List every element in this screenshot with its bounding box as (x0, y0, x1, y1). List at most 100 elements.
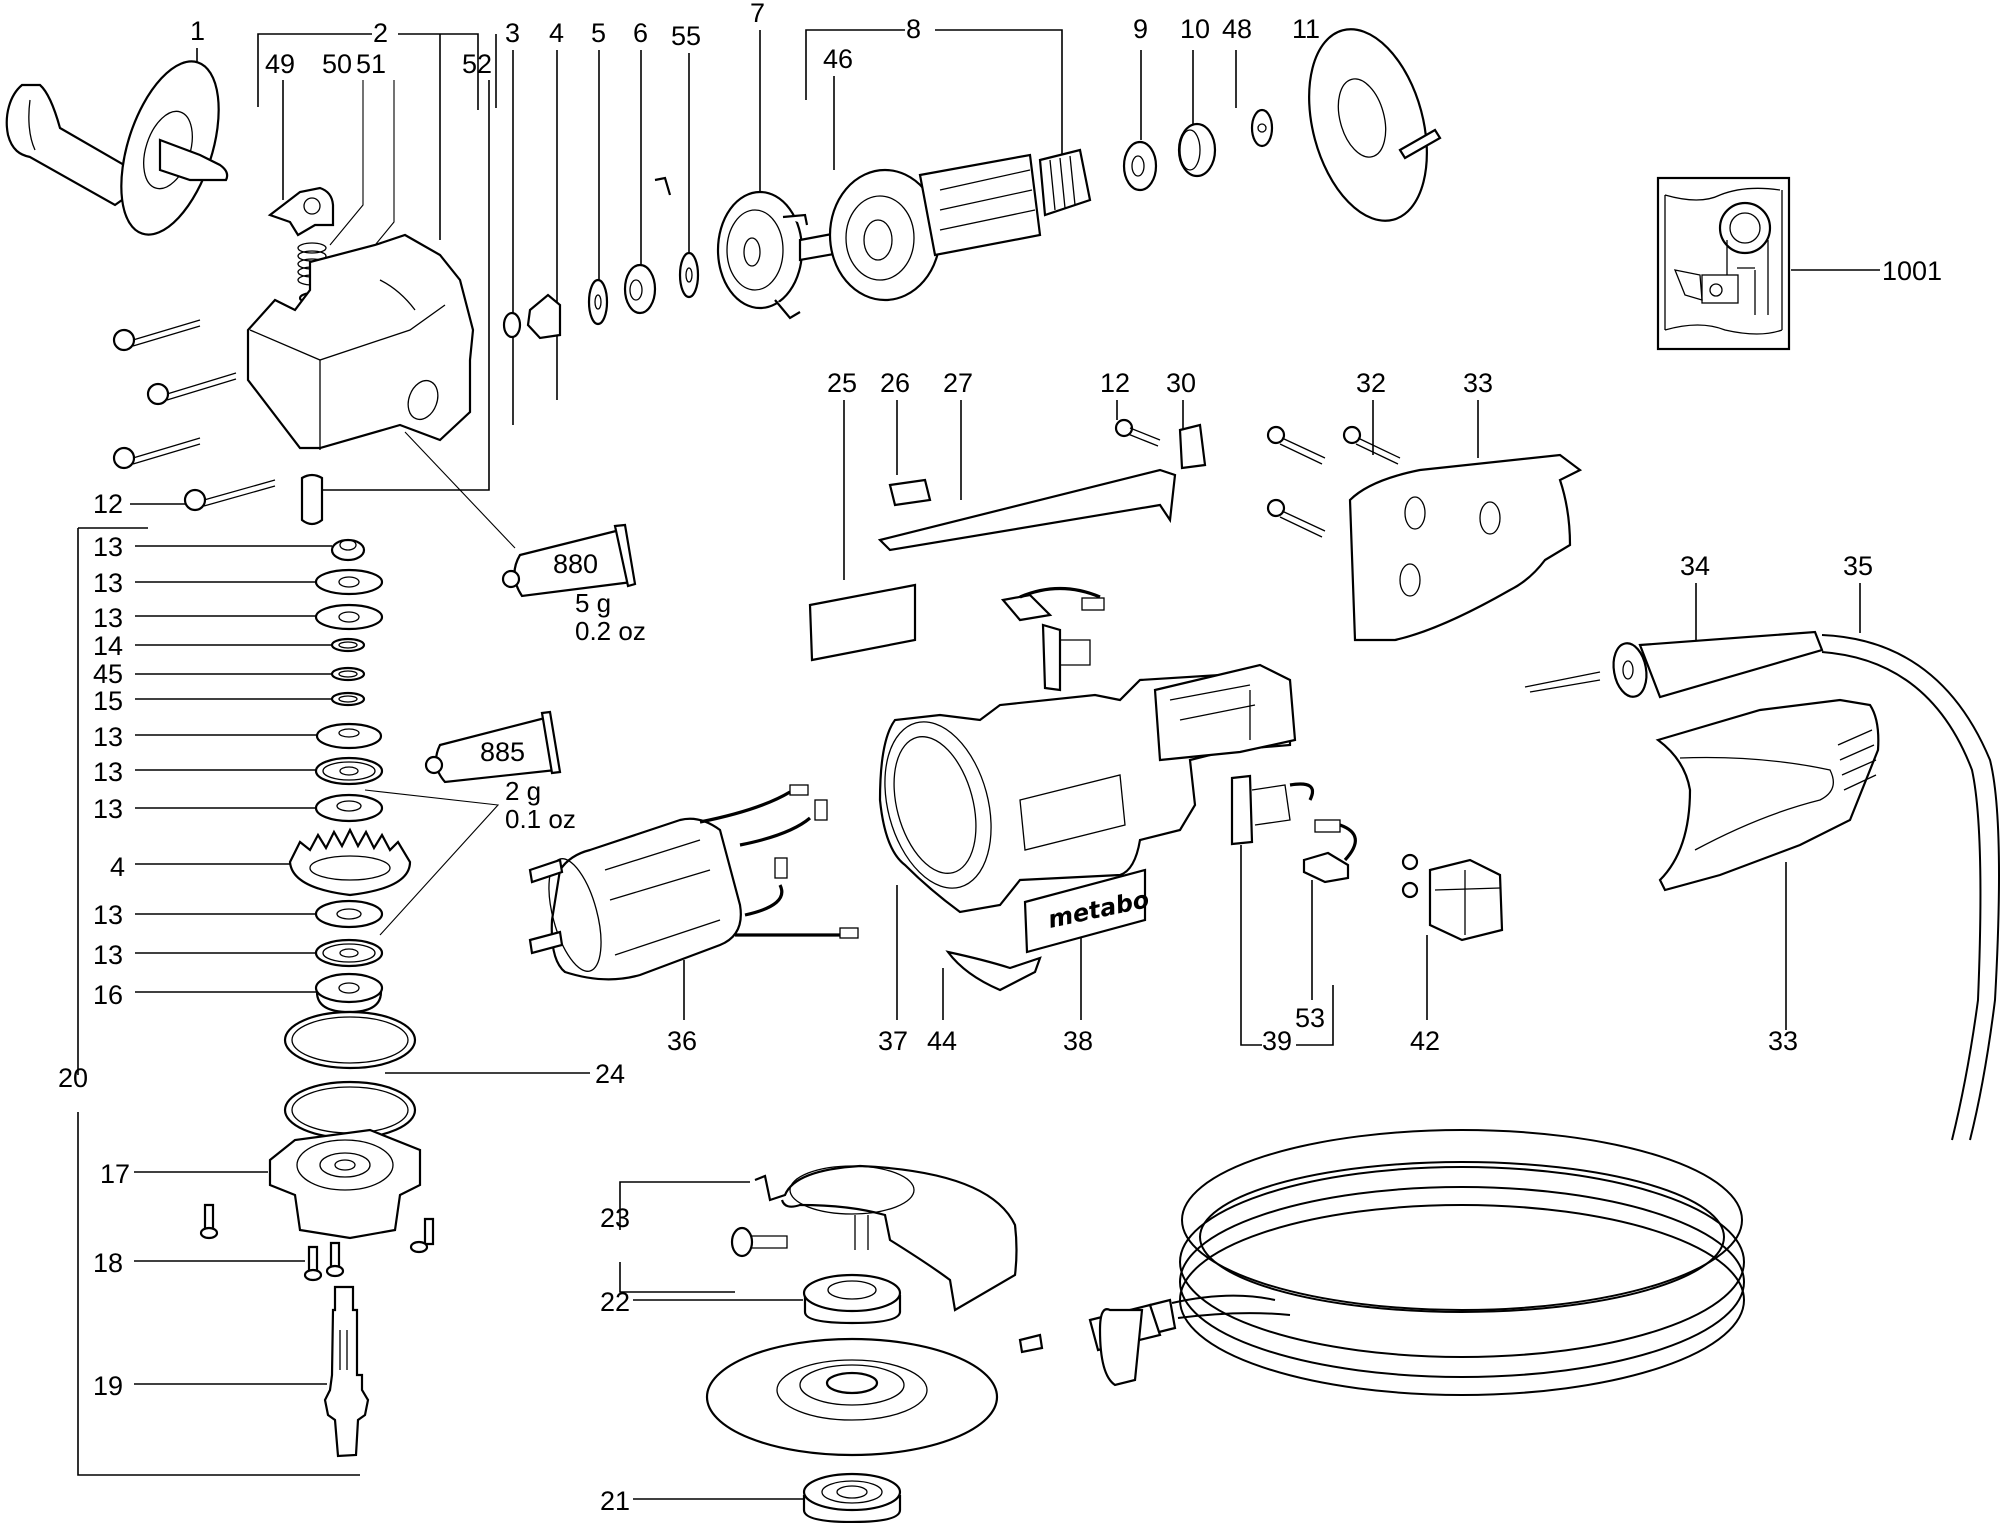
tube-885-grams: 2 g (505, 776, 541, 806)
part-label-44: 44 (927, 1026, 957, 1056)
part-label-53: 53 (1295, 1003, 1325, 1033)
support-flange-part-22 (802, 1273, 902, 1325)
part-label-11: 11 (1292, 14, 1320, 44)
part-label-21: 21 (600, 1486, 630, 1516)
part-label-39: 39 (1262, 1026, 1292, 1056)
switch-button-part-26 (888, 478, 932, 507)
grease-tube-885 (424, 710, 562, 784)
stack-row-16: 16 (93, 972, 384, 1014)
bearing-part-9 (1122, 140, 1158, 192)
part-label-13: 13 (93, 603, 123, 633)
leader-line-885 (364, 789, 500, 936)
carbon-brush-part-53 (1302, 851, 1350, 884)
fan-baffle-part-11 (1308, 28, 1442, 222)
part-label-50: 50 (322, 49, 352, 79)
screw (1266, 425, 1326, 465)
part-label-4-top: 4 (549, 18, 564, 48)
tube-880-ounces: 0.2 oz (575, 616, 646, 646)
leader-line-50 (329, 80, 364, 246)
bracket-2 (257, 33, 479, 110)
bearing-flange-part-17 (268, 1128, 422, 1240)
part-label-6: 6 (633, 18, 648, 48)
part-label-27: 27 (943, 368, 973, 398)
grinding-disc (705, 1337, 999, 1457)
clamp-part-49 (267, 186, 335, 237)
leader-line-880 (404, 431, 516, 549)
handle-cover-part-33-lower (1655, 698, 1880, 892)
grease-tube-880 (501, 523, 637, 598)
part-label-3: 3 (505, 18, 520, 48)
washer-part-48 (1250, 108, 1274, 148)
part-label-34: 34 (1680, 551, 1710, 581)
inset-detail-1001 (1656, 176, 1791, 351)
washer-part-5 (587, 278, 609, 326)
part-label-13: 13 (93, 757, 123, 787)
spindle-part-19 (323, 1285, 370, 1458)
part-label-32: 32 (1356, 368, 1386, 398)
part-label-14: 14 (93, 631, 123, 661)
part-label-18: 18 (93, 1248, 123, 1278)
part-label-25: 25 (827, 368, 857, 398)
part-label-13: 13 (93, 794, 123, 824)
stack-row-13d: 13 (93, 722, 383, 752)
part-label-24: 24 (595, 1059, 625, 1089)
part-label-8: 8 (906, 14, 921, 44)
nut-part-3 (502, 311, 522, 339)
bracket-8 (805, 29, 1063, 200)
part-label-12-mid: 12 (1100, 368, 1130, 398)
tube-label-885: 885 (480, 737, 525, 767)
gear-housing-part-2 (246, 233, 475, 450)
part-label-37: 37 (878, 1026, 908, 1056)
part-label-13: 13 (93, 940, 123, 970)
motor-housing-part-37 (878, 663, 1297, 914)
part-label-51: 51 (356, 49, 386, 79)
ring-part-10 (1177, 122, 1217, 178)
brush-holder-upper (1000, 586, 1105, 692)
part-label-7: 7 (750, 0, 765, 28)
clip-part-30 (1178, 423, 1207, 470)
stack-row-15: 15 (93, 686, 366, 716)
part-label-4: 4 (110, 852, 125, 882)
power-cord-part-35 (1018, 634, 2000, 1396)
screw (112, 319, 201, 352)
part-label-9: 9 (1133, 14, 1148, 44)
screw (1266, 498, 1326, 538)
part-label-46: 46 (823, 44, 853, 74)
inset-label-1001: 1001 (1882, 256, 1942, 286)
housing-cover-part-33-top (1348, 453, 1583, 642)
nameplate-part-38: metabo (1023, 868, 1152, 954)
label-plate-part-25 (808, 583, 917, 662)
part-label-2: 2 (373, 18, 388, 48)
part-label-55: 55 (671, 21, 701, 51)
bracket-20 (77, 527, 360, 1476)
screw (146, 372, 237, 406)
part-label-13: 13 (93, 900, 123, 930)
stack-row-45: 45 (93, 659, 366, 689)
switch-rod-part-27 (877, 468, 1177, 552)
part-label-36: 36 (667, 1026, 697, 1056)
part-label-16: 16 (93, 980, 123, 1010)
stack-row-13c: 13 (93, 603, 384, 633)
screw (183, 479, 276, 512)
part-label-13: 13 (93, 722, 123, 752)
foil-part-44 (945, 950, 1042, 992)
stack-row-13g: 13 (93, 899, 384, 930)
stack-row-13a: 13 (93, 532, 366, 562)
brush-holder-lower (1230, 774, 1357, 862)
terminal-block-part-42 (1401, 853, 1504, 942)
part-label-17: 17 (100, 1159, 130, 1189)
pin-part-52 (300, 473, 324, 526)
leader-line-52 (320, 80, 490, 491)
pinion-part-4 (526, 293, 562, 340)
bracket-23 (619, 1181, 750, 1293)
part-label-26: 26 (880, 368, 910, 398)
wheel-guard-part-23 (754, 1164, 1018, 1312)
part-label-48: 48 (1222, 14, 1252, 44)
part-label-19: 19 (93, 1371, 123, 1401)
washer-part-55 (678, 251, 700, 299)
bracket-39 (1240, 845, 1334, 1046)
part-label-30: 30 (1166, 368, 1196, 398)
part-label-5: 5 (591, 18, 606, 48)
tube-880-grams: 5 g (575, 588, 611, 618)
tube-label-880: 880 (553, 549, 598, 579)
